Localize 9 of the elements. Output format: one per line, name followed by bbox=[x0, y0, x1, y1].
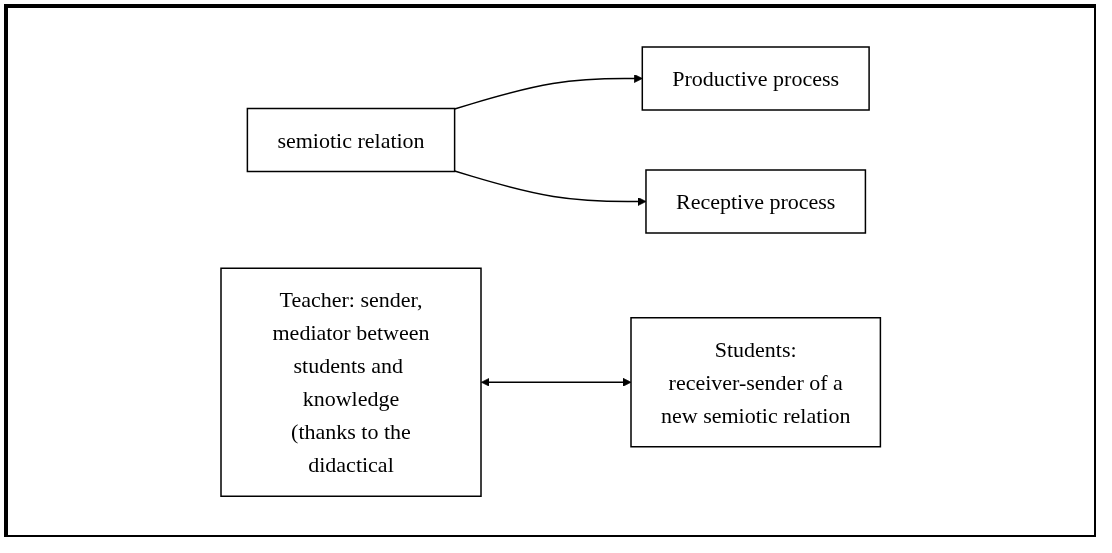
node-box bbox=[220, 267, 483, 497]
node-box bbox=[645, 169, 867, 234]
node-box bbox=[246, 107, 456, 173]
frame-border: semiotic relation Productive process Receptive process Teacher: sender, mediator between students and knowledge (thanks to the didactical Students: receiver-sender of a new semiotic relation bbox=[4, 4, 1096, 537]
node-box bbox=[641, 46, 871, 111]
arrow bbox=[481, 377, 632, 387]
arrow bbox=[454, 73, 643, 110]
arrow bbox=[454, 170, 647, 206]
node-box bbox=[630, 316, 882, 448]
